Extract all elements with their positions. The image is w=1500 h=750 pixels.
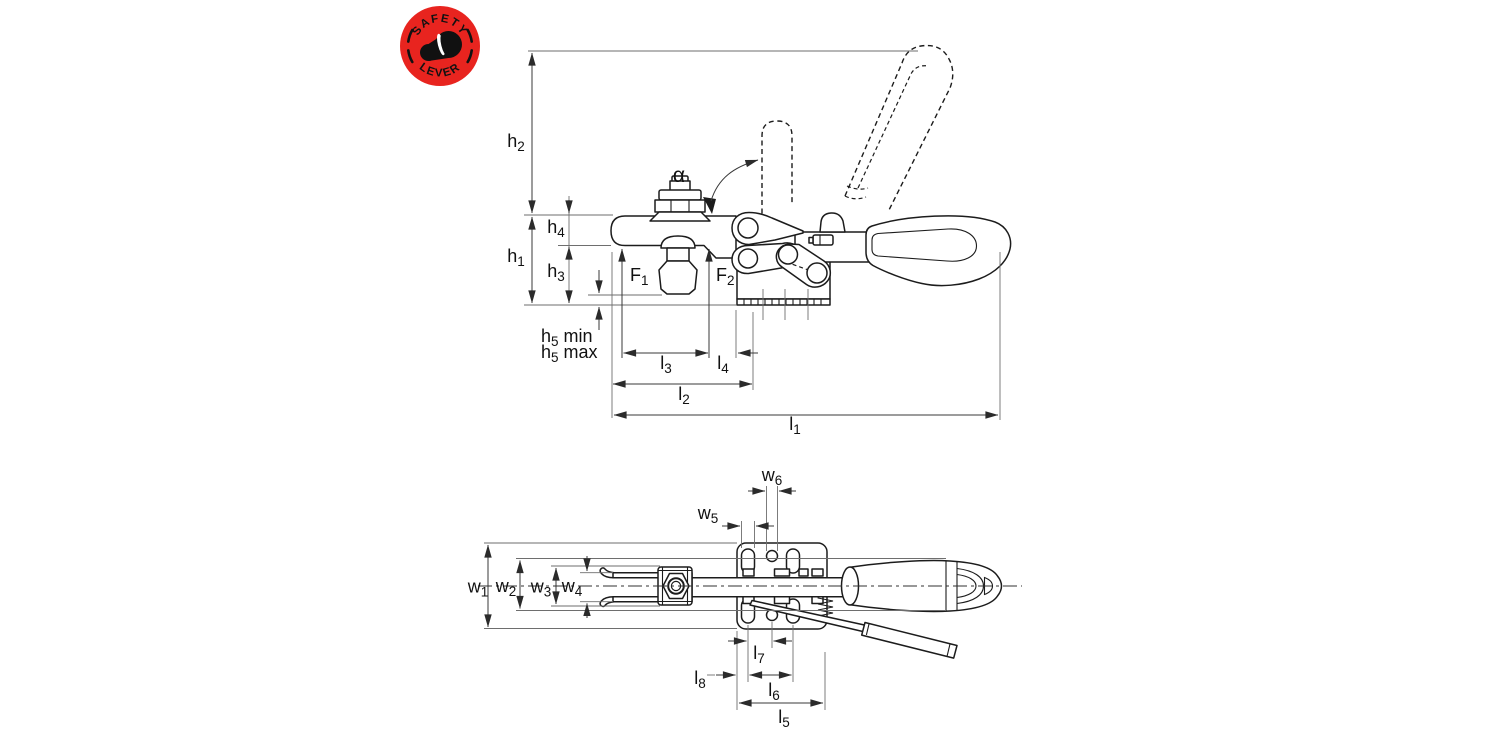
safety-latch <box>808 212 846 246</box>
pad-dome <box>660 235 696 249</box>
dim-label-l6: l6 <box>768 680 780 703</box>
badge-text-bottom: LEVER <box>417 61 463 80</box>
handle-open-dashed <box>844 44 954 211</box>
arm-shaft <box>691 576 850 598</box>
dim-label-l3: l3 <box>660 353 672 376</box>
dim-label-h5min: h5 min <box>541 326 593 349</box>
safety-lever-open-dashed <box>761 120 793 222</box>
dim-label-l2: l2 <box>678 384 690 407</box>
dim-label-w3: w3 <box>530 577 552 600</box>
grip-inner-line <box>871 228 978 262</box>
pivot-holes <box>737 217 828 284</box>
open-position-dashed <box>761 44 954 222</box>
dim-label-w5: w5 <box>697 503 719 526</box>
dim-label-h1: h1 <box>507 246 525 269</box>
alpha-angle-annotation <box>703 159 759 214</box>
safety-lever-top <box>749 599 958 659</box>
rubber-pressure-pad <box>658 260 698 295</box>
angle-label-alpha: α <box>673 164 685 187</box>
pivot-pin-tabs <box>742 568 824 605</box>
dim-label-w6: w6 <box>761 465 783 488</box>
force-label-f1: F1 <box>630 265 649 288</box>
dim-label-w4: w4 <box>561 576 583 599</box>
hex-nut <box>654 199 706 213</box>
force-label-f2: F2 <box>716 265 735 288</box>
extension-lines-top <box>484 486 946 710</box>
dim-label-w2: w2 <box>495 576 517 599</box>
dim-label-l5: l5 <box>778 707 790 730</box>
safety-lever-badge: SAFETY LEVER <box>400 6 480 86</box>
dim-label-h5max: h5 max <box>541 342 598 365</box>
dim-label-h4: h4 <box>547 217 565 240</box>
dim-label-l1: l1 <box>789 414 801 437</box>
badge-side-arcs <box>407 28 473 64</box>
dim-label-l7: l7 <box>753 643 765 666</box>
dim-label-l8: l8 <box>694 668 706 691</box>
nut-block <box>657 566 693 606</box>
safety-lever-thumb-tab <box>819 212 846 233</box>
toggle-clamp-knob-icon <box>420 31 462 61</box>
base-slot-marks <box>762 289 809 320</box>
safety-lever-grip <box>860 621 958 659</box>
hand-grip <box>865 215 1012 287</box>
dim-label-w1: w1 <box>467 577 489 600</box>
clamp-side-view: h2 h1 h4 h3 h5 min h5 max l3 l4 l2 l1 F1… <box>507 44 1012 676</box>
dimension-lines-side <box>528 52 999 419</box>
grip-notch <box>983 576 994 596</box>
clamp-spindle <box>649 175 711 295</box>
dim-label-l4: l4 <box>717 353 729 376</box>
dim-label-h3: h3 <box>547 261 565 284</box>
extension-lines-side <box>524 50 1001 676</box>
clamp-top-view: w1 w2 w3 w4 w5 w6 l7 l8 l6 l5 <box>467 465 1022 730</box>
serration-teeth <box>743 298 822 306</box>
dim-label-h2: h2 <box>507 131 525 154</box>
